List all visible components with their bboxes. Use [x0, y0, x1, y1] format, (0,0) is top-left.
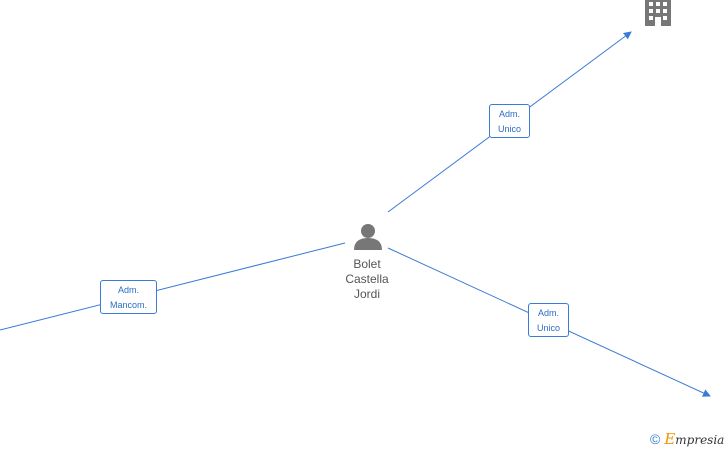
brand-initial: E — [664, 430, 676, 448]
edge-role-line-2: Unico — [497, 124, 521, 134]
person-name-line-1: Bolet — [353, 257, 381, 271]
person-name-line-2: Castella — [345, 272, 389, 286]
edge-role-line-1: Adm. — [498, 109, 520, 119]
edge-label-top-right[interactable]: Adm. Unico — [489, 104, 530, 138]
edge-label-left[interactable]: Adm. Mancom. — [100, 280, 157, 314]
person-icon[interactable] — [354, 224, 382, 250]
building-icon[interactable] — [645, 0, 671, 26]
copyright-icon: © — [650, 431, 661, 447]
edge-role-line-1: Adm. — [537, 308, 559, 318]
watermark: © Empresia — [650, 430, 724, 448]
brand-logo: Empresia — [664, 430, 724, 448]
person-name[interactable]: Bolet Castella Jordi — [334, 257, 400, 302]
person-name-line-3: Jordi — [353, 287, 380, 301]
edge-role-line-2: Mancom. — [109, 300, 147, 310]
edge-role-line-1: Adm. — [117, 285, 139, 295]
edge-role-line-2: Unico — [536, 323, 560, 333]
edge-label-bottom-right[interactable]: Adm. Unico — [528, 303, 569, 337]
brand-rest: mpresia — [675, 433, 725, 447]
edge-line-left — [0, 242, 346, 331]
